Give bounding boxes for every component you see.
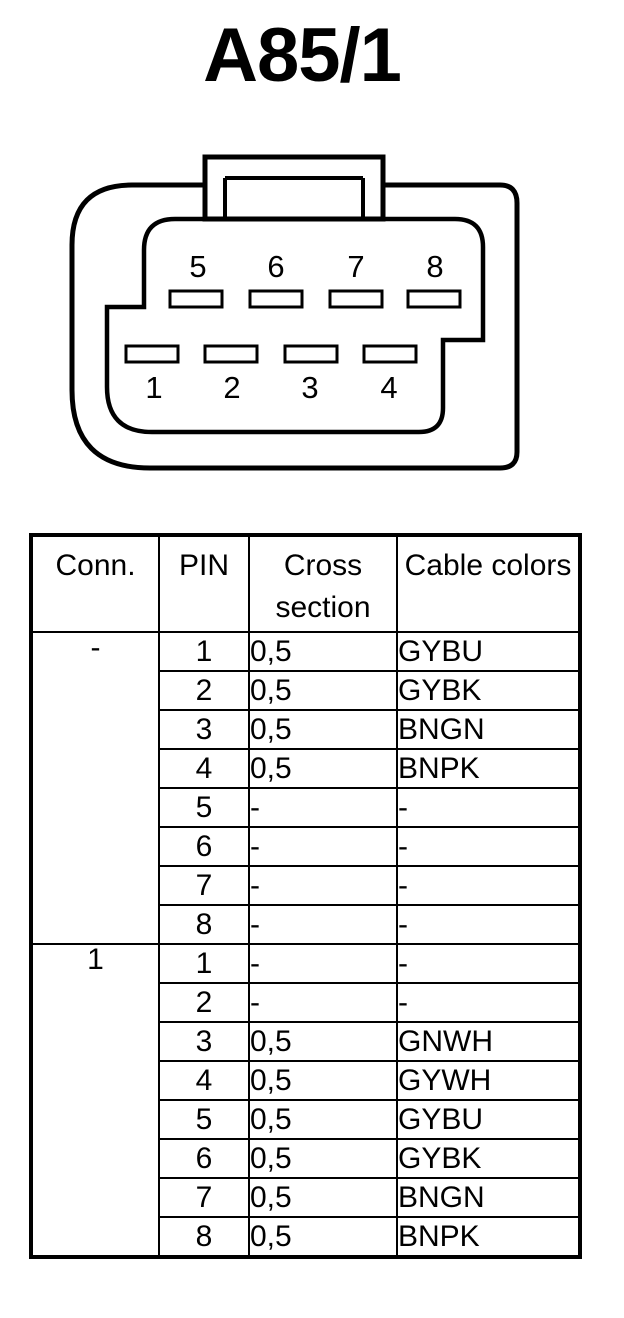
pin-slot-5: [168, 289, 224, 309]
pin-cell: 7: [158, 1177, 250, 1218]
pin-cell: 6: [158, 826, 250, 867]
table-row: 2--: [31, 982, 581, 1023]
pin-cell: 7: [158, 865, 250, 906]
connector-housing: [69, 182, 520, 471]
pin-cell: 3: [158, 709, 250, 750]
header-cross-section: Cross section: [248, 534, 398, 633]
cable-color-cell: -: [396, 943, 581, 984]
pin-label-1: 1: [145, 370, 162, 405]
cross-section-cell: 0,5: [248, 670, 398, 711]
pin-label-5: 5: [189, 249, 206, 284]
cross-section-cell: -: [248, 982, 398, 1023]
table-row: 5--: [31, 787, 581, 828]
pin-cell: 5: [158, 787, 250, 828]
cable-color-cell: GYBK: [396, 1138, 581, 1179]
cable-color-cell: -: [396, 904, 581, 945]
cable-color-cell: BNGN: [396, 709, 581, 750]
pin-cell: 4: [158, 748, 250, 789]
pin-cell: 6: [158, 1138, 250, 1179]
pin-cell: 8: [158, 904, 250, 945]
cross-section-cell: 0,5: [248, 1021, 398, 1062]
pin-slot-4: [362, 344, 418, 364]
pin-slot-1: [124, 344, 180, 364]
cross-section-cell: 0,5: [248, 631, 398, 672]
pin-cell: 2: [158, 982, 250, 1023]
pin-label-6: 6: [267, 249, 284, 284]
table-row: 6--: [31, 826, 581, 867]
pin-label-4: 4: [380, 370, 397, 405]
table-row: 7--: [31, 865, 581, 906]
header-cable-colors: Cable colors: [396, 534, 581, 633]
cable-color-cell: BNPK: [396, 748, 581, 789]
cross-section-cell: -: [248, 826, 398, 867]
cable-color-cell: BNGN: [396, 1177, 581, 1218]
pin-slot-8: [406, 289, 462, 309]
cross-section-cell: 0,5: [248, 709, 398, 750]
connector-title: A85/1: [203, 13, 402, 98]
header-pin: PIN: [158, 534, 250, 633]
connector-cavity: [104, 216, 486, 435]
pin-cell: 1: [158, 631, 250, 672]
cable-color-cell: -: [396, 865, 581, 906]
pin-label-7: 7: [347, 249, 364, 284]
cable-color-cell: -: [396, 982, 581, 1023]
pin-cell: 8: [158, 1216, 250, 1258]
cable-color-cell: GYBK: [396, 670, 581, 711]
table-row: 8--: [31, 904, 581, 945]
cross-section-cell: -: [248, 865, 398, 906]
pin-cell: 3: [158, 1021, 250, 1062]
pin-slot-7: [328, 289, 384, 309]
cross-section-cell: 0,5: [248, 1099, 398, 1140]
cross-section-cell: 0,5: [248, 1138, 398, 1179]
pin-label-3: 3: [301, 370, 318, 405]
table-header-row: Conn. PIN Cross section Cable colors: [30, 534, 581, 633]
cross-section-cell: -: [248, 904, 398, 945]
cable-color-cell: -: [396, 826, 581, 867]
cross-section-cell: 0,5: [248, 1060, 398, 1101]
pin-label-2: 2: [223, 370, 240, 405]
cable-color-cell: BNPK: [396, 1216, 581, 1258]
cross-section-cell: -: [248, 787, 398, 828]
cross-section-cell: 0,5: [248, 1177, 398, 1218]
cable-color-cell: GYWH: [396, 1060, 581, 1101]
conn-cell: -: [30, 631, 160, 945]
cross-section-cell: 0,5: [248, 748, 398, 789]
pin-slot-3: [283, 344, 339, 364]
cable-color-cell: GYBU: [396, 631, 581, 672]
conn-cell: 1: [30, 943, 160, 1258]
cable-color-cell: -: [396, 787, 581, 828]
connector-diagram: 5 6 7 8 1 2 3 4: [69, 154, 520, 471]
cross-section-cell: -: [248, 943, 398, 984]
pin-slot-2: [203, 344, 259, 364]
cable-color-cell: GNWH: [396, 1021, 581, 1062]
pin-cell: 2: [158, 670, 250, 711]
pin-cell: 1: [158, 943, 250, 984]
pin-cell: 5: [158, 1099, 250, 1140]
cross-section-cell: 0,5: [248, 1216, 398, 1258]
pin-cell: 4: [158, 1060, 250, 1101]
connector-latch: [202, 154, 386, 222]
pin-slot-6: [248, 289, 304, 309]
pin-label-8: 8: [426, 249, 443, 284]
cable-color-cell: GYBU: [396, 1099, 581, 1140]
header-conn: Conn.: [30, 534, 160, 633]
